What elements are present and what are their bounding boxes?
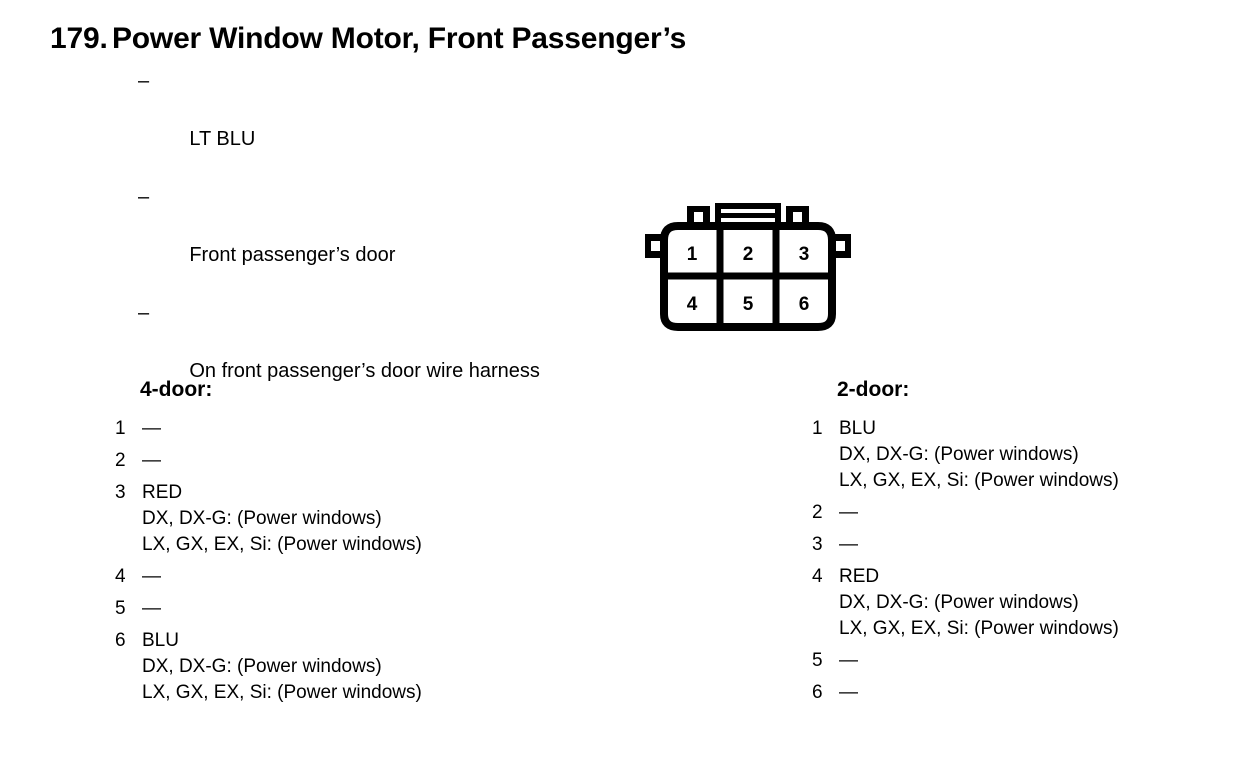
connector-pin-1: 1 bbox=[687, 244, 698, 265]
connector-diagram: 1 2 3 4 5 6 bbox=[643, 198, 857, 334]
pin-entry: 3 RED DX, DX-G: (Power windows) LX, GX, … bbox=[115, 480, 635, 558]
pin-note: DX, DX-G: (Power windows) bbox=[142, 508, 382, 529]
pin-number: 6 bbox=[115, 630, 126, 651]
pin-column-4-door: 4-door: 1 — 2 — 3 RED DX, DX-G: (Power w… bbox=[115, 378, 635, 712]
pin-entry: 4 RED DX, DX-G: (Power windows) LX, GX, … bbox=[812, 564, 1232, 642]
pin-value: — bbox=[839, 682, 859, 703]
subtitle-text: LT BLU bbox=[189, 127, 256, 150]
pin-entry: 2 — bbox=[812, 500, 1232, 526]
pin-entry: 5 — bbox=[115, 596, 635, 622]
pin-value: — bbox=[839, 534, 859, 555]
pin-value: BLU bbox=[839, 418, 876, 439]
dash-icon: – bbox=[138, 301, 150, 324]
dash-icon: – bbox=[138, 185, 150, 208]
pin-value: RED bbox=[142, 482, 183, 503]
pin-note: DX, DX-G: (Power windows) bbox=[839, 444, 1079, 465]
pin-note: DX, DX-G: (Power windows) bbox=[839, 592, 1079, 613]
pin-entry: 3 — bbox=[812, 532, 1232, 558]
pin-note: LX, GX, EX, Si: (Power windows) bbox=[839, 470, 1119, 491]
connector-pin-6: 6 bbox=[799, 294, 810, 315]
pin-entry: 6 BLU DX, DX-G: (Power windows) LX, GX, … bbox=[115, 628, 635, 706]
pin-note: LX, GX, EX, Si: (Power windows) bbox=[142, 534, 422, 555]
page-title-text: Power Window Motor, Front Passenger’s bbox=[112, 22, 687, 55]
pin-entry: 4 — bbox=[115, 564, 635, 590]
pin-number: 5 bbox=[115, 598, 126, 619]
pin-value: BLU bbox=[142, 630, 179, 651]
connector-pin-5: 5 bbox=[743, 294, 754, 315]
pin-number: 6 bbox=[812, 682, 823, 703]
pin-number: 1 bbox=[812, 418, 823, 439]
pin-entry: 1 BLU DX, DX-G: (Power windows) LX, GX, … bbox=[812, 416, 1232, 494]
pin-value: — bbox=[142, 418, 162, 439]
subtitle-item: – On front passenger’s door wire harness bbox=[50, 299, 1150, 415]
pin-number: 5 bbox=[812, 650, 823, 671]
pin-number: 3 bbox=[115, 482, 126, 503]
pin-note: LX, GX, EX, Si: (Power windows) bbox=[142, 682, 422, 703]
subtitle-text: Front passenger’s door bbox=[189, 243, 396, 266]
pin-value: — bbox=[839, 502, 859, 523]
pin-list-2-door: 1 BLU DX, DX-G: (Power windows) LX, GX, … bbox=[812, 416, 1232, 706]
pin-entry: 2 — bbox=[115, 448, 635, 474]
pin-number: 2 bbox=[812, 502, 823, 523]
dash-icon: – bbox=[138, 69, 150, 92]
pin-list-4-door: 1 — 2 — 3 RED DX, DX-G: (Power windows) … bbox=[115, 416, 635, 706]
pin-entry: 5 — bbox=[812, 648, 1232, 674]
pin-number: 2 bbox=[115, 450, 126, 471]
pin-value: — bbox=[142, 566, 162, 587]
page-title: 179.Power Window Motor, Front Passenger’… bbox=[50, 22, 1150, 57]
pin-number: 3 bbox=[812, 534, 823, 555]
subtitle-list: – LT BLU – Front passenger’s door – On f… bbox=[50, 67, 1150, 415]
connector-pin-2: 2 bbox=[743, 244, 754, 265]
connector-pin-4: 4 bbox=[687, 294, 698, 315]
pin-number: 4 bbox=[812, 566, 823, 587]
pin-note: LX, GX, EX, Si: (Power windows) bbox=[839, 618, 1119, 639]
pin-column-2-door: 2-door: 1 BLU DX, DX-G: (Power windows) … bbox=[812, 378, 1232, 712]
pin-value: RED bbox=[839, 566, 880, 587]
pin-entry: 6 — bbox=[812, 680, 1232, 706]
page-title-number: 179. bbox=[50, 22, 108, 55]
column-heading-4-door: 4-door: bbox=[140, 378, 213, 401]
connector-pin-3: 3 bbox=[799, 244, 810, 265]
pin-value: — bbox=[142, 598, 162, 619]
title-block: 179.Power Window Motor, Front Passenger’… bbox=[50, 22, 1150, 415]
pin-value: — bbox=[839, 650, 859, 671]
column-heading-2-door: 2-door: bbox=[837, 378, 910, 401]
pin-value: — bbox=[142, 450, 162, 471]
subtitle-item: – Front passenger’s door bbox=[50, 183, 1150, 299]
pin-entry: 1 — bbox=[115, 416, 635, 442]
subtitle-text: On front passenger’s door wire harness bbox=[189, 359, 540, 382]
subtitle-item: – LT BLU bbox=[50, 67, 1150, 183]
pin-note: DX, DX-G: (Power windows) bbox=[142, 656, 382, 677]
pin-number: 4 bbox=[115, 566, 126, 587]
pin-number: 1 bbox=[115, 418, 126, 439]
